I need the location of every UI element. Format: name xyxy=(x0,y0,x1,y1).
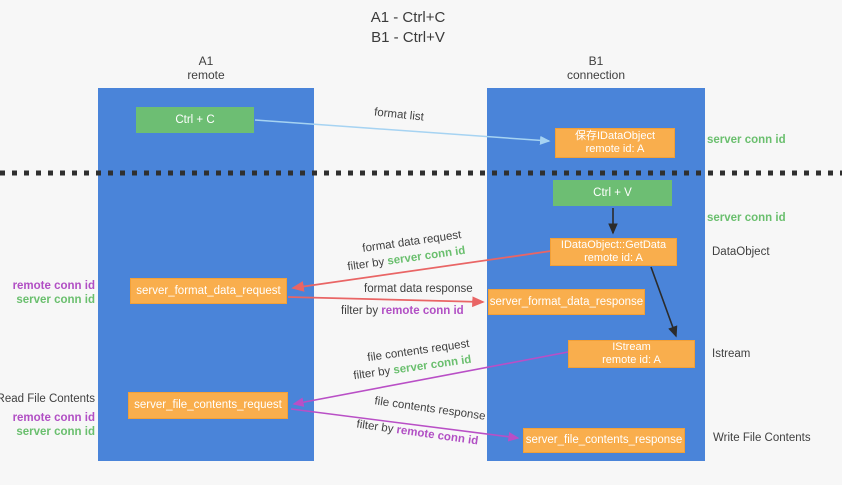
node-getdata-line2: remote id: A xyxy=(584,252,643,264)
node-server-file-contents-response: server_file_contents_response xyxy=(523,428,685,453)
lane-header-a1: A1 remote xyxy=(98,54,314,82)
file-contents-response-filter-label: filter by remote conn id xyxy=(356,419,479,448)
node-ctrl-c-label: Ctrl + C xyxy=(175,113,215,126)
lane-b1-name: B1 xyxy=(588,54,604,68)
dataobject-label: DataObject xyxy=(712,246,770,258)
filter-by-text: filter by xyxy=(346,256,386,274)
format-data-response-filter-label: filter by remote conn id xyxy=(341,305,464,317)
filter-by-text: filter by xyxy=(341,305,379,317)
filter-by-text: filter by xyxy=(352,365,392,383)
istream-label: Istream xyxy=(712,348,751,360)
lane-b1-type: connection xyxy=(566,68,626,82)
conn-id-group-file: remote conn id server conn id xyxy=(13,411,95,439)
format-data-response-arrow xyxy=(287,296,485,308)
node-idataobject-getdata: IDataObject::GetData remote id: A xyxy=(550,238,677,266)
node-format-response-label: server_format_data_response xyxy=(489,295,644,308)
read-file-contents-label: Read File Contents xyxy=(0,393,95,405)
node-istream-line1: IStream xyxy=(612,341,651,353)
node-format-request-label: server_format_data_request xyxy=(136,284,281,297)
file-contents-response-edge-label: file contents response xyxy=(373,395,487,423)
node-save-dataobject: 保存IDataObject remote id: A xyxy=(555,128,675,158)
server-conn-id-label-mid: server conn id xyxy=(707,212,786,224)
node-ctrl-c: Ctrl + C xyxy=(136,107,254,133)
node-server-format-data-request: server_format_data_request xyxy=(130,278,287,304)
node-ctrl-v-label: Ctrl + V xyxy=(593,186,632,199)
remote-conn-id-inline: remote conn id xyxy=(395,424,479,448)
lane-a1-name: A1 xyxy=(198,54,214,68)
remote-conn-id-inline: remote conn id xyxy=(381,305,464,317)
node-istream: IStream remote id: A xyxy=(568,340,695,368)
format-list-edge-label: format list xyxy=(373,106,425,124)
diagram-title: A1 - Ctrl+C B1 - Ctrl+V xyxy=(288,8,528,48)
node-save-dataobject-line2: remote id: A xyxy=(585,143,645,155)
server-conn-id-label-top: server conn id xyxy=(707,134,786,146)
filter-by-text: filter by xyxy=(355,418,395,436)
node-server-file-contents-request: server_file_contents_request xyxy=(128,392,288,419)
node-save-dataobject-line1: 保存IDataObject xyxy=(574,130,656,142)
node-istream-line2: remote id: A xyxy=(602,354,661,366)
node-server-format-data-response: server_format_data_response xyxy=(488,289,645,315)
write-file-contents-label: Write File Contents xyxy=(713,432,811,444)
node-file-request-label: server_file_contents_request xyxy=(134,399,282,411)
server-conn-id-label-format: server conn id xyxy=(16,294,95,306)
remote-conn-id-label-format: remote conn id xyxy=(12,280,95,292)
conn-id-group-format: remote conn id server conn id xyxy=(13,279,95,307)
node-ctrl-v: Ctrl + V xyxy=(553,180,672,206)
remote-conn-id-label-file: remote conn id xyxy=(12,412,95,424)
node-file-response-label: server_file_contents_response xyxy=(525,434,683,446)
server-conn-id-label-file: server conn id xyxy=(16,426,95,438)
lane-a1-type: remote xyxy=(187,68,225,82)
format-data-response-edge-label: format data response xyxy=(364,283,473,295)
lane-header-b1: B1 connection xyxy=(487,54,705,82)
node-getdata-line1: IDataObject::GetData xyxy=(560,239,667,251)
title-line-1: A1 - Ctrl+C xyxy=(370,9,446,26)
title-line-2: B1 - Ctrl+V xyxy=(371,29,445,46)
